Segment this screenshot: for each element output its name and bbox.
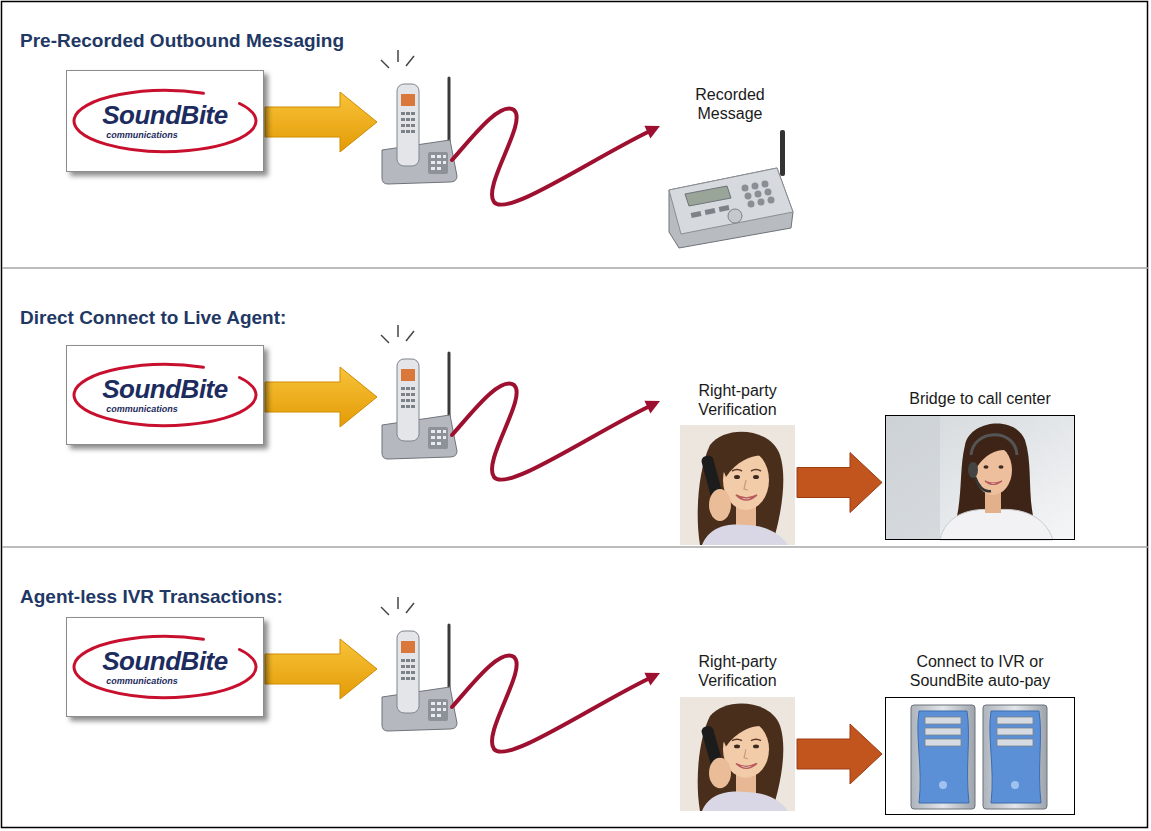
call-center-photo-part (984, 465, 989, 469)
logo-wordmark: SoundBitecommunications (102, 101, 228, 140)
brand-name: SoundBite (102, 375, 228, 404)
answering-machine-picture-part (780, 130, 785, 176)
section-title-box: Direct Connect to Live Agent: (20, 307, 286, 329)
server-picture-part (939, 781, 947, 789)
signal-wave (452, 655, 660, 751)
logo-wordmark: SoundBitecommunications (102, 375, 228, 414)
section-divider (2, 267, 1148, 269)
logo-box: SoundBitecommunications (66, 617, 264, 717)
server-picture-part (997, 728, 1033, 735)
answering-machine-picture-part (728, 209, 742, 223)
server-picture-part (925, 717, 961, 724)
phone-icon (381, 50, 457, 184)
block-arrow (797, 453, 882, 513)
answering-machine-picture-part (768, 197, 775, 204)
node-heading: Connect to IVR or SoundBite auto-pay (880, 652, 1080, 690)
node-heading-box: Recorded Message (682, 85, 778, 123)
picture-area: Right-party Verification (680, 425, 795, 545)
agent-photo (680, 425, 795, 545)
call-center-photo-part (968, 462, 978, 478)
section-title: Agent-less IVR Transactions: (20, 586, 283, 608)
section-title: Direct Connect to Live Agent: (20, 307, 286, 329)
brand-name: SoundBite (102, 647, 228, 676)
node-heading: Right-party Verification (686, 652, 790, 690)
section-title-box: Agent-less IVR Transactions: (20, 586, 283, 608)
server-picture-part (925, 728, 961, 735)
answering-machine-picture-part (669, 168, 793, 248)
logo-ring (74, 90, 256, 151)
signal-wave (452, 383, 660, 479)
brand-tagline: communications (102, 404, 228, 415)
answering-machine-picture (669, 130, 793, 248)
answering-machine-picture-part (719, 205, 730, 212)
server-picture (911, 705, 1047, 809)
server-picture-part (925, 739, 961, 746)
server-picture-part (997, 739, 1033, 746)
server-picture-part (918, 711, 969, 803)
call-center-photo (885, 415, 1075, 540)
call-center-photo-part (885, 415, 940, 540)
brand-tagline: communications (102, 130, 228, 141)
call-center-photo-part (940, 509, 1053, 540)
feed-arrow (265, 367, 377, 427)
brand-tagline: communications (102, 676, 228, 687)
answering-machine-picture-part (765, 189, 772, 196)
answering-machine-picture-part (758, 199, 765, 206)
picture-frame: Connect to IVR or SoundBite auto-pay (885, 697, 1075, 815)
feed-arrow (265, 639, 377, 699)
call-center-photo-part (885, 415, 1075, 540)
block-arrow (797, 724, 882, 784)
node-heading: Bridge to call center (880, 389, 1080, 408)
call-center-photo-part (975, 477, 991, 491)
feed-arrow (265, 92, 377, 152)
server-picture-part (983, 705, 1047, 809)
node-heading-box: Right-party Verification (686, 652, 790, 690)
answering-machine-picture-part (705, 208, 716, 215)
logo-wordmark: SoundBitecommunications (102, 647, 228, 686)
node-heading: Recorded Message (682, 85, 778, 123)
logo-ring (74, 364, 256, 425)
answering-machine-picture-part (748, 201, 755, 208)
logo-box: SoundBitecommunications (66, 345, 264, 445)
picture-area: Right-party Verification (680, 697, 795, 811)
logo-box: SoundBitecommunications (66, 70, 264, 172)
answering-machine-picture-part (762, 181, 769, 188)
server-picture-part (990, 711, 1041, 803)
phone-icon (381, 597, 457, 731)
call-center-photo-part (999, 465, 1004, 469)
call-center-photo-part (955, 424, 1035, 525)
call-center-photo-part (985, 481, 1002, 485)
answering-machine-picture-part (752, 183, 759, 190)
answering-machine-picture-part (691, 211, 702, 218)
server-picture-part (911, 705, 975, 809)
node-heading-box: Right-party Verification (686, 381, 790, 419)
node-heading: Right-party Verification (686, 381, 790, 419)
section-divider (2, 546, 1148, 548)
node-heading-box: Bridge to call center (880, 389, 1080, 408)
section-title: Pre-Recorded Outbound Messaging (20, 30, 344, 52)
picture-area: Recorded Message (665, 128, 795, 250)
answering-machine-picture-part (669, 168, 793, 234)
picture-frame: Bridge to call center (885, 415, 1075, 540)
logo-ring (74, 636, 256, 697)
answering-machine-picture-part (742, 185, 749, 192)
server-picture-part (1011, 781, 1019, 789)
answering-machine-picture-part (745, 193, 752, 200)
section-title-box: Pre-Recorded Outbound Messaging (20, 30, 344, 52)
answering-machine-picture-part (685, 186, 731, 206)
answering-machine-picture-part (755, 191, 762, 198)
call-center-photo-part (971, 435, 1017, 455)
agent-photo (680, 697, 795, 811)
signal-wave (452, 108, 660, 204)
phone-icon (381, 325, 457, 459)
call-center-photo-part (973, 440, 1015, 467)
brand-name: SoundBite (102, 101, 228, 130)
node-heading-box: Connect to IVR or SoundBite auto-pay (880, 652, 1080, 690)
server-picture-part (997, 717, 1033, 724)
